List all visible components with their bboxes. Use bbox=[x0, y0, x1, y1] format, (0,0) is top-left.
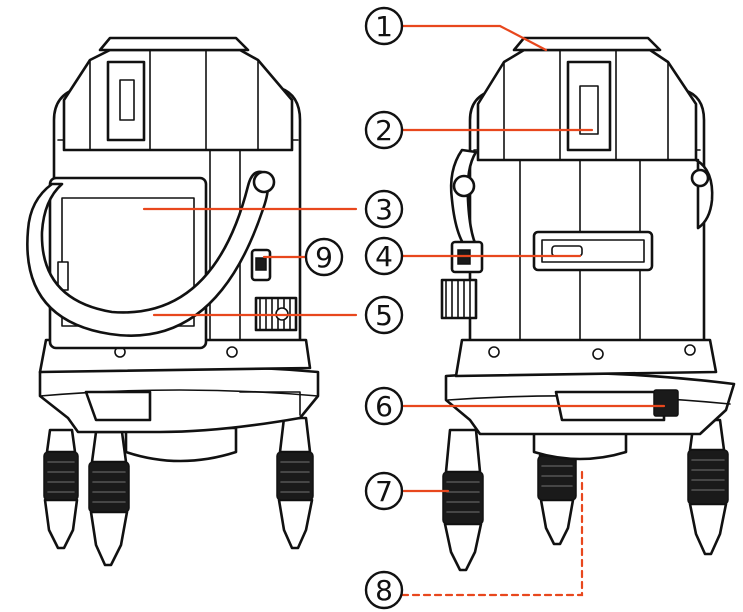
callout-7: 7 bbox=[364, 471, 404, 511]
callout-3-number: 3 bbox=[375, 193, 393, 226]
callout-5: 5 bbox=[364, 295, 404, 335]
left-tripod-leg-right bbox=[276, 416, 314, 550]
callout-4: 4 bbox=[364, 236, 404, 276]
callout-6: 6 bbox=[364, 386, 404, 426]
left-laser-level bbox=[26, 36, 320, 567]
left-tripod-leg-front bbox=[88, 430, 130, 567]
callout-1: 1 bbox=[364, 6, 404, 46]
left-tripod-leg-left bbox=[43, 428, 79, 550]
leader-lines bbox=[142, 24, 666, 597]
callout-7-number: 7 bbox=[375, 475, 393, 508]
callout-4-number: 4 bbox=[375, 240, 393, 273]
callout-2-number: 2 bbox=[375, 114, 393, 147]
right-laser-level bbox=[440, 36, 736, 572]
leader-1 bbox=[400, 24, 548, 52]
callout-9: 9 bbox=[304, 237, 344, 277]
callout-1-number: 1 bbox=[375, 10, 393, 43]
callout-2: 2 bbox=[364, 110, 404, 150]
callout-3: 3 bbox=[364, 189, 404, 229]
leader-8 bbox=[400, 468, 584, 597]
right-tripod-leg-right bbox=[687, 418, 729, 556]
callout-8: 8 bbox=[364, 570, 404, 610]
callout-5-number: 5 bbox=[375, 299, 393, 332]
callout-6-number: 6 bbox=[375, 390, 393, 423]
callout-8-number: 8 bbox=[375, 574, 393, 607]
right-tripod-leg-left bbox=[442, 428, 484, 572]
callout-9-number: 9 bbox=[315, 241, 333, 274]
